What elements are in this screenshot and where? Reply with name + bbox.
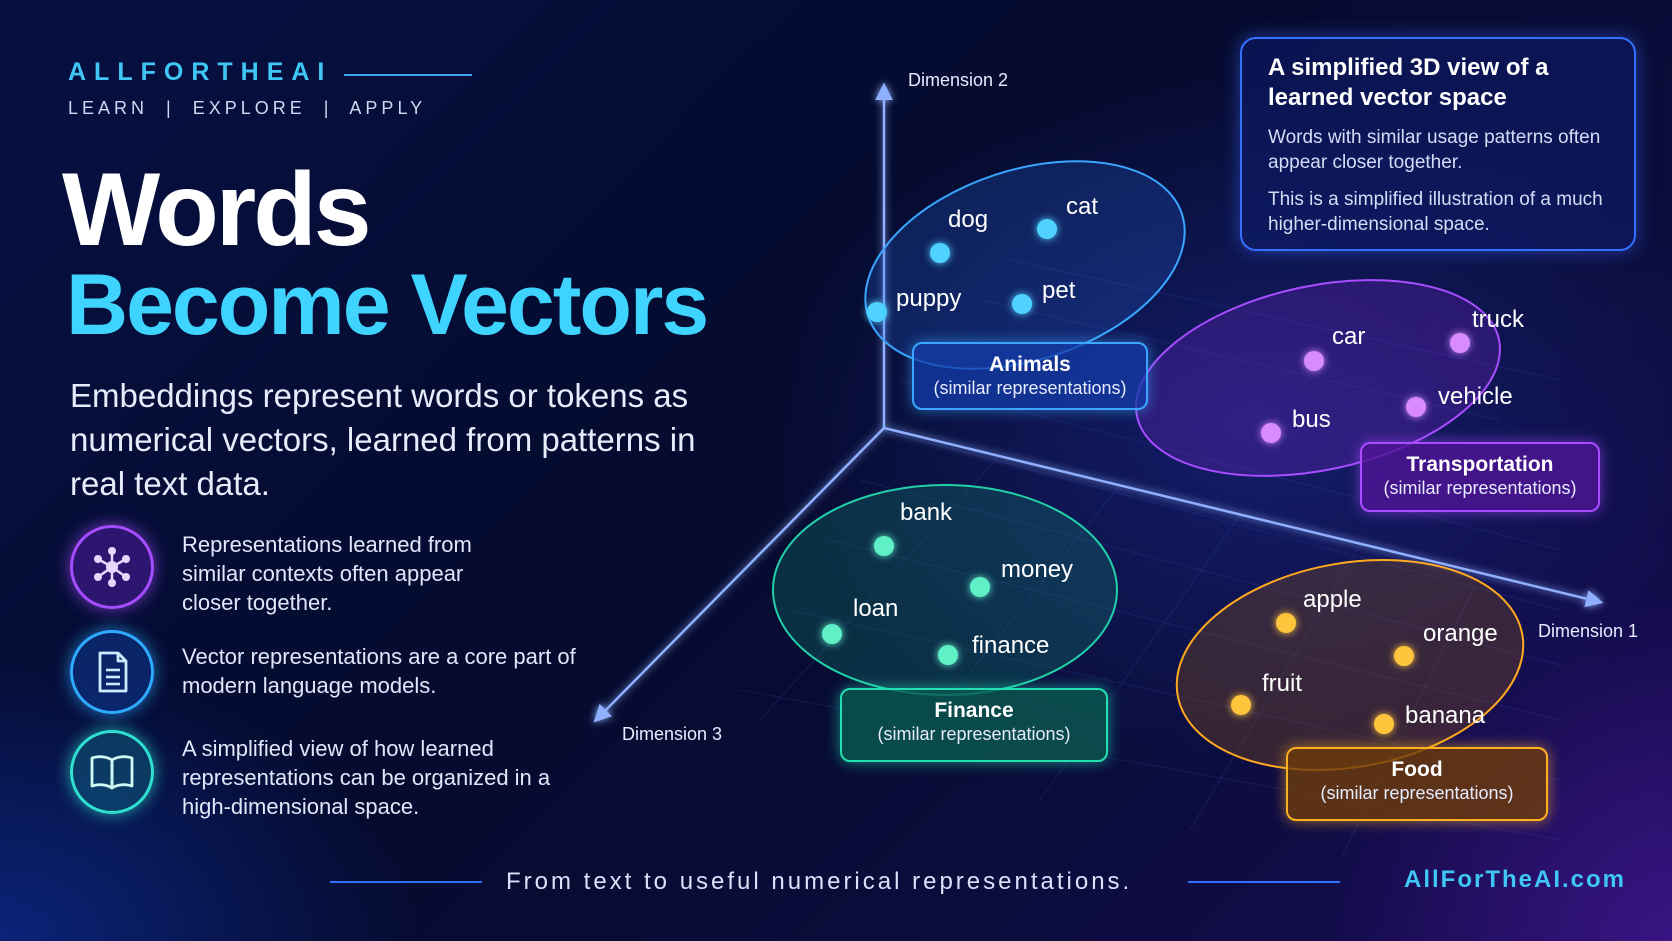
brand-name: ALLFORTHEAI: [68, 58, 333, 86]
word-label: finance: [972, 632, 1050, 659]
cluster-name: Finance: [934, 699, 1014, 722]
point-cat: [1037, 219, 1057, 239]
cluster-name: Animals: [989, 353, 1071, 376]
axis-label-dimension-2: Dimension 2: [908, 70, 1009, 90]
cluster-name: Food: [1391, 758, 1443, 781]
brand-tagline: LEARN | EXPLORE | APPLY: [68, 98, 427, 118]
word-label: fruit: [1262, 670, 1303, 697]
point-puppy: [867, 302, 887, 322]
word-label: bank: [900, 499, 953, 526]
headline-line-2: Become Vectors: [66, 257, 709, 353]
point-fruit: [1231, 695, 1251, 715]
brand-divider: [344, 74, 472, 76]
book-icon: [70, 730, 154, 814]
axis-dimension-3: [593, 427, 885, 723]
intro-text: Embeddings represent words or tokens as …: [70, 377, 696, 502]
point-pet: [1012, 294, 1032, 314]
feature-text-3: A simplified view of how learned represe…: [182, 736, 551, 819]
point-apple: [1276, 613, 1296, 633]
point-vehicle: [1406, 397, 1426, 417]
feature-text-1: Representations learned from similar con…: [182, 532, 472, 615]
cluster-subtitle: (similar representations): [1320, 783, 1514, 803]
info-text-1: Words with similar usage patterns often …: [1268, 127, 1601, 173]
point-loan: [822, 624, 842, 644]
info-box: A simplified 3D view of a learned vector…: [1240, 37, 1636, 251]
axis-label-dimension-1: Dimension 1: [1538, 621, 1639, 641]
point-dog: [930, 243, 950, 263]
point-finance: [938, 645, 958, 665]
word-label: banana: [1405, 702, 1486, 729]
point-money: [970, 577, 990, 597]
document-icon: [70, 630, 154, 714]
cluster-label-transportation: Transportation (similar representations): [1360, 442, 1600, 512]
word-label: money: [1001, 556, 1074, 583]
point-bus: [1261, 423, 1281, 443]
word-label: vehicle: [1438, 383, 1513, 410]
info-text-2: This is a simplified illustration of a m…: [1268, 189, 1603, 235]
word-label: car: [1332, 323, 1366, 350]
network-icon: [70, 525, 154, 609]
word-label: cat: [1066, 193, 1099, 220]
footer-divider-right: [1188, 881, 1340, 883]
word-label: apple: [1303, 586, 1362, 613]
footer-divider-left: [330, 881, 482, 883]
info-title: A simplified 3D view of a learned vector…: [1268, 54, 1549, 111]
word-label: bus: [1292, 406, 1331, 433]
word-label: pet: [1042, 277, 1076, 304]
cluster-transportation-region: [1135, 279, 1501, 477]
cluster-label-animals: Animals (similar representations): [912, 342, 1148, 410]
word-label: dog: [948, 206, 989, 233]
word-label: truck: [1472, 306, 1525, 333]
cluster-subtitle: (similar representations): [1383, 478, 1577, 498]
word-label: loan: [853, 595, 899, 622]
point-banana: [1374, 714, 1394, 734]
cluster-subtitle: (similar representations): [933, 378, 1127, 398]
word-label: puppy: [896, 285, 962, 312]
cluster-name: Transportation: [1406, 453, 1554, 476]
cluster-label-finance: Finance (similar representations): [840, 688, 1108, 762]
axis-label-dimension-3: Dimension 3: [622, 724, 723, 744]
point-bank: [874, 536, 894, 556]
footer-url-link[interactable]: AllForTheAI.com: [1404, 866, 1627, 893]
feature-text-2: Vector representations are a core part o…: [182, 644, 576, 698]
footer-text: From text to useful numerical representa…: [506, 868, 1133, 895]
axis-dimension-1: [883, 426, 1604, 608]
cluster-label-food: Food (similar representations): [1286, 747, 1548, 821]
point-orange: [1394, 646, 1414, 666]
point-car: [1304, 351, 1324, 371]
headline-line-1: Words: [62, 152, 372, 268]
point-truck: [1450, 333, 1470, 353]
word-label: orange: [1423, 620, 1498, 647]
cluster-subtitle: (similar representations): [877, 724, 1071, 744]
